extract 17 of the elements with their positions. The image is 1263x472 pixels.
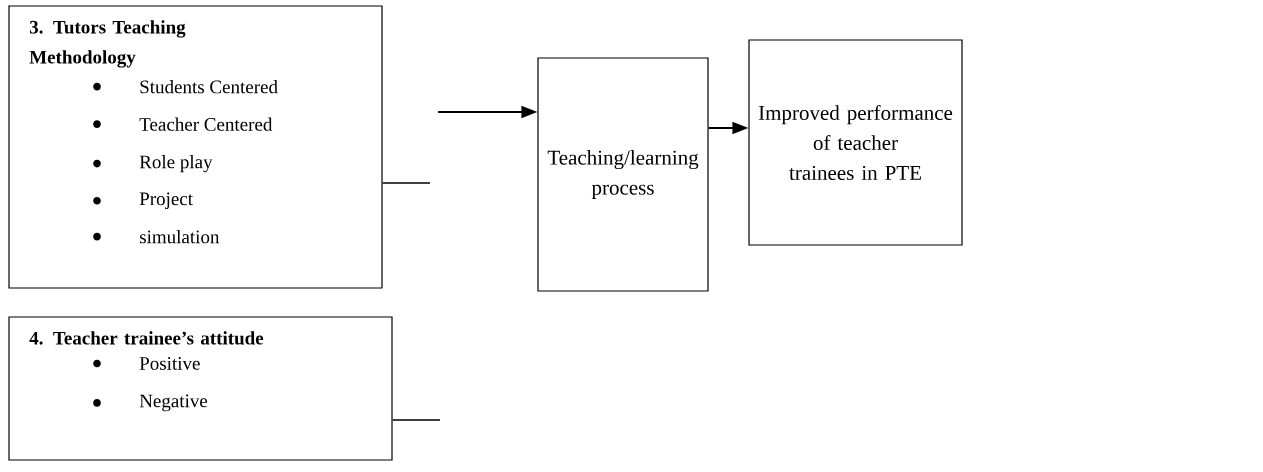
bullet-item: Project (139, 192, 193, 210)
line (391, 419, 441, 421)
bullet-item: Students Centered (140, 80, 278, 94)
bullet-item: Teacher Centered (139, 117, 273, 131)
bullet-item: Positive (139, 357, 200, 370)
line (381, 182, 431, 184)
heading: 4. Teacher trainee’s attitude (29, 331, 264, 345)
box-text: Improved performance of teacher trainees in PTE (758, 105, 953, 180)
bullet-item: Negative (139, 394, 208, 412)
box (8, 316, 393, 461)
box (8, 5, 383, 289)
box (537, 57, 709, 292)
box (748, 39, 963, 246)
box-text: Teaching/learning process (547, 150, 699, 199)
heading: 3. Tutors Teaching Methodology (29, 20, 186, 68)
bullet-item: simulation (140, 230, 220, 244)
bullet-item: Role play (139, 155, 213, 173)
